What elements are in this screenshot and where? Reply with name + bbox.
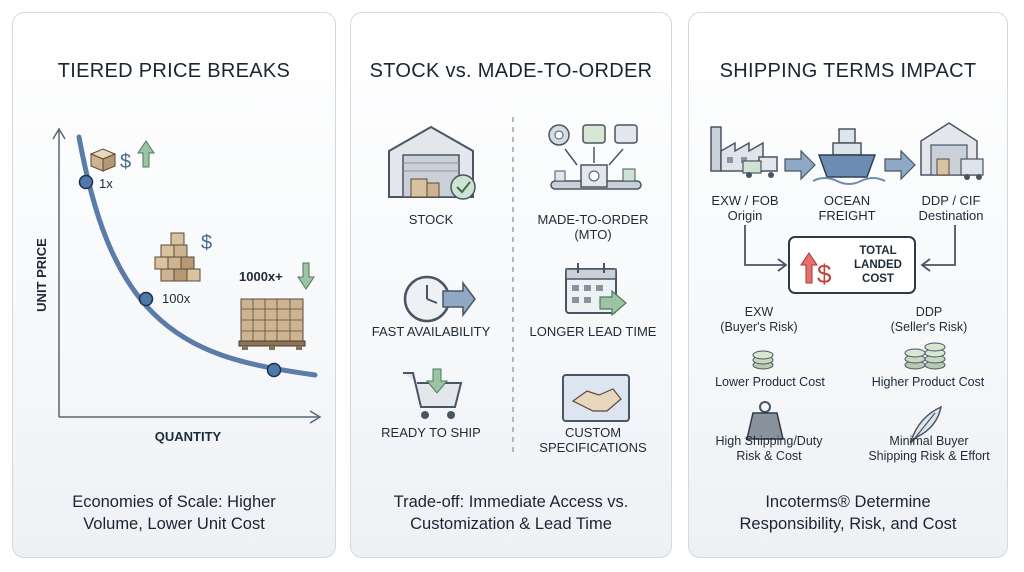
data-point-1x (78, 174, 94, 190)
label-higher-product-cost: Higher Product Cost (871, 375, 985, 389)
minimal-line1: Minimal Buyer (889, 434, 969, 448)
svg-text:$: $ (817, 259, 832, 289)
small-box-icon (89, 148, 117, 172)
factory-icon (710, 126, 778, 178)
footer-line: Volume, Lower Unit Cost (83, 515, 265, 533)
label-fast-availability: FAST AVAILABILITY (371, 324, 491, 339)
label-exw: EXW (Buyer's Risk) (699, 305, 819, 335)
warehouse-icon (388, 125, 476, 200)
label-custom-line1: CUSTOM (564, 425, 622, 440)
ddp-title: DDP (915, 305, 943, 319)
total-line1: TOTAL (859, 245, 897, 257)
label-ddp-cif-line1: DDP / CIF (921, 193, 981, 208)
x-axis-label: QUANTITY (155, 429, 222, 444)
label-custom-specs: CUSTOM SPECIFICATIONS (521, 425, 665, 455)
label-longer-lead-time: LONGER LEAD TIME (529, 324, 657, 339)
label-exw-fob-line1: EXW / FOB (711, 193, 779, 208)
label-stock: STOCK (408, 212, 454, 227)
arrow-up-icon (137, 140, 155, 168)
cargo-ship-icon (812, 128, 886, 185)
x-axis-arrow (309, 410, 322, 424)
connector-right-arrow (920, 258, 931, 272)
coin-stack-icon (904, 342, 946, 370)
label-custom-line2: SPECIFICATIONS (539, 440, 647, 455)
label-minimal-buyer-risk: Minimal Buyer Shipping Risk & Effort (853, 434, 1005, 464)
label-ready-to-ship: READY TO SHIP (381, 425, 481, 440)
panel-title: TIERED PRICE BREAKS (57, 60, 291, 82)
ddp-risk: (Seller's Risk) (890, 320, 968, 334)
panel-footer: Incoterms® Determine Responsibility, Ris… (689, 491, 1007, 535)
stock-mto-icons (388, 117, 642, 453)
price-break-chart: UNIT PRICE QUANTITY 1x 100x 1000x+ $ $ (34, 127, 322, 444)
data-point-1000x (266, 362, 282, 378)
label-ddp: DDP (Seller's Risk) (869, 305, 989, 335)
footer-line: Trade-off: Immediate Access vs. (393, 493, 629, 511)
panel-footer: Economies of Scale: Higher Volume, Lower… (13, 491, 335, 535)
total-cost-box (788, 236, 916, 294)
label-mto-line2: (MTO) (574, 227, 612, 242)
label-exw-fob: EXW / FOB Origin (695, 193, 795, 223)
total-line2: LANDED (854, 259, 902, 271)
shopping-cart-icon (403, 368, 463, 419)
footer-line: Responsibility, Risk, and Cost (739, 515, 957, 533)
dollar-icon: $ (201, 232, 212, 254)
handshake-icon (562, 374, 630, 422)
total-line3: COST (862, 273, 894, 285)
high-ship-line1: High Shipping/Duty (715, 434, 823, 448)
minimal-line2: Shipping Risk & Effort (868, 449, 990, 463)
connector-right (923, 225, 956, 266)
clock-arrow-icon (403, 275, 476, 323)
panel-footer: Trade-off: Immediate Access vs. Customiz… (351, 491, 671, 535)
label-total-landed-cost: TOTAL LANDED COST (841, 244, 915, 286)
label-ocean-line2: FREIGHT (818, 208, 876, 223)
y-axis-arrow (52, 127, 66, 140)
point-label-1000x: 1000x+ (239, 269, 283, 284)
point-label-1x: 1x (99, 176, 113, 191)
connector-left (744, 225, 785, 266)
exw-title: EXW (744, 305, 774, 319)
data-point-100x (138, 291, 154, 307)
label-mto: MADE-TO-ORDER (MTO) (521, 212, 665, 242)
point-label-100x: 100x (162, 291, 191, 306)
panel-shipping-terms: SHIPPING TERMS IMPACT (688, 12, 1008, 558)
manufacturing-icon (548, 124, 642, 190)
arrow-right-icon (784, 149, 816, 181)
label-ddp-cif-line2: Destination (918, 208, 984, 223)
panel-stock-vs-mto: STOCK vs. MADE-TO-ORDER (350, 12, 672, 558)
footer-line: Customization & Lead Time (410, 515, 612, 533)
feather-icon (909, 405, 943, 444)
label-ocean-line1: OCEAN (823, 193, 871, 208)
dollar-icon: $ (120, 151, 131, 173)
heavy-weight-icon (746, 401, 784, 440)
cost-up-icon: $ (800, 252, 832, 289)
footer-line: Incoterms® Determine (765, 493, 931, 511)
arrow-down-icon (297, 262, 315, 290)
panel-tiered-price-breaks: TIERED PRICE BREAKS UNIT PRICE QUANTITY … (12, 12, 336, 558)
price-curve (76, 134, 318, 378)
label-high-shipping-risk: High Shipping/Duty Risk & Cost (693, 434, 845, 464)
label-ddp-cif: DDP / CIF Destination (899, 193, 1003, 223)
label-mto-line1: MADE-TO-ORDER (537, 212, 649, 227)
connector-left-arrow (777, 258, 788, 272)
box-stack-icon (154, 232, 201, 282)
y-axis-label: UNIT PRICE (34, 238, 49, 312)
panel-title: STOCK vs. MADE-TO-ORDER (369, 60, 653, 82)
label-exw-fob-line2: Origin (727, 208, 763, 223)
arrow-right-icon (884, 149, 916, 181)
warehouse-truck-icon (920, 122, 984, 180)
high-ship-line2: Risk & Cost (736, 449, 802, 463)
calendar-arrow-icon (565, 263, 627, 317)
coin-stack-icon (752, 350, 774, 370)
panel-title: SHIPPING TERMS IMPACT (719, 60, 977, 82)
exw-risk: (Buyer's Risk) (720, 320, 798, 334)
label-ocean-freight: OCEAN FREIGHT (797, 193, 897, 223)
pallet-icon (238, 298, 306, 350)
label-lower-product-cost: Lower Product Cost (715, 375, 825, 389)
shipping-icons: $ (710, 122, 984, 444)
footer-line: Economies of Scale: Higher (72, 493, 276, 511)
